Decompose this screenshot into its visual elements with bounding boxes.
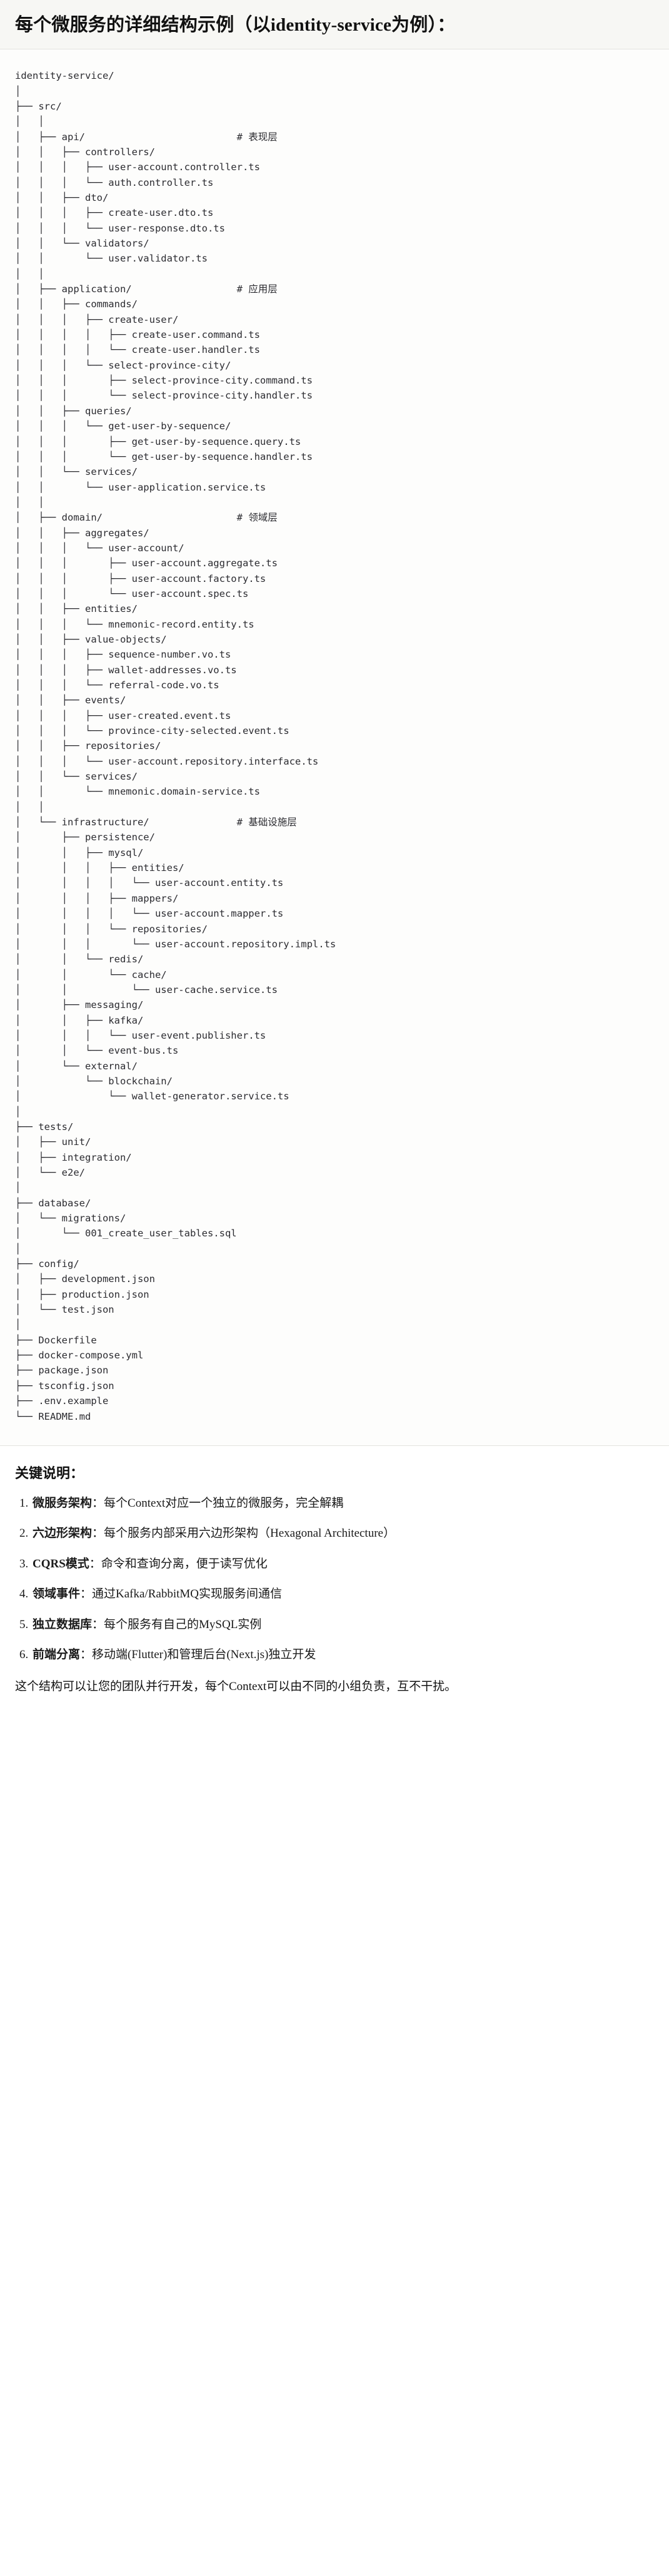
page-root: 每个微服务的详细结构示例（以identity-service为例）： ident… [0,0,669,1714]
key-point-desc: ：每个服务有自己的MySQL实例 [92,1617,262,1631]
list-item: CQRS模式：命令和查询分离，便于读写优化 [31,1555,654,1574]
key-point-desc: ：通过Kafka/RabbitMQ实现服务间通信 [80,1587,282,1601]
key-points-heading: 关键说明： [15,1465,84,1481]
key-point-term: 前端分离 [33,1648,81,1662]
key-point-term: 独立数据库 [33,1617,93,1631]
directory-tree: identity-service/ │ ├── src/ │ │ │ ├── a… [15,70,336,1422]
page-title: 每个微服务的详细结构示例（以identity-service为例）： [15,15,456,35]
key-points-list: 微服务架构：每个Context对应一个独立的微服务，完全解耦 六边形架构：每个服… [15,1495,654,1664]
key-points-section: 关键说明： 微服务架构：每个Context对应一个独立的微服务，完全解耦 六边形… [0,1445,669,1715]
key-point-term: 六边形架构 [33,1527,93,1540]
list-item: 独立数据库：每个服务有自己的MySQL实例 [31,1616,654,1634]
key-point-desc: ：每个服务内部采用六边形架构（Hexagonal Architecture） [92,1527,395,1540]
closing-paragraph: 这个结构可以让您的团队并行开发，每个Context可以由不同的小组负责，互不干扰… [15,1679,457,1693]
key-point-term: 微服务架构 [33,1496,93,1510]
list-item: 领域事件：通过Kafka/RabbitMQ实现服务间通信 [31,1586,654,1604]
key-point-term: CQRS模式 [33,1557,89,1571]
directory-tree-block: identity-service/ │ ├── src/ │ │ │ ├── a… [0,49,669,1446]
key-point-term: 领域事件 [33,1587,81,1601]
key-point-desc: ：每个Context对应一个独立的微服务，完全解耦 [92,1496,344,1510]
list-item: 前端分离：移动端(Flutter)和管理后台(Next.js)独立开发 [31,1646,654,1664]
key-point-desc: ：移动端(Flutter)和管理后台(Next.js)独立开发 [80,1648,316,1662]
key-point-desc: ：命令和查询分离，便于读写优化 [89,1557,268,1571]
title-band: 每个微服务的详细结构示例（以identity-service为例）： [0,0,669,50]
list-item: 微服务架构：每个Context对应一个独立的微服务，完全解耦 [31,1495,654,1513]
list-item: 六边形架构：每个服务内部采用六边形架构（Hexagonal Architectu… [31,1525,654,1543]
